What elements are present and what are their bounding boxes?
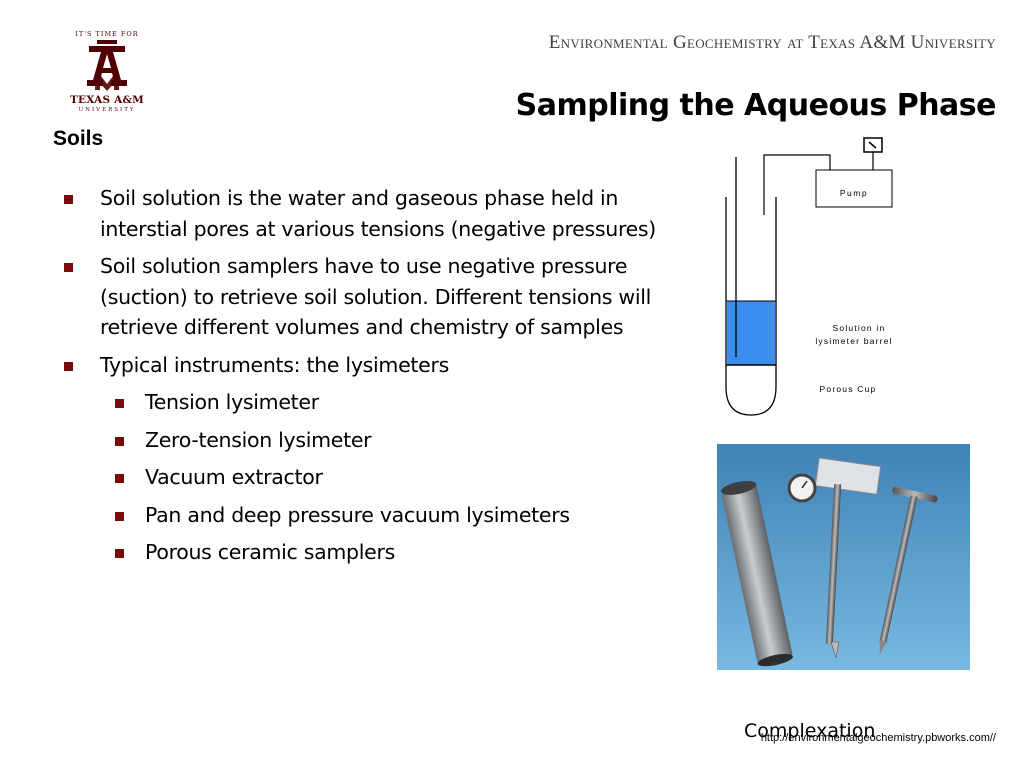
bullet-list: Soil solution is the water and gaseous p… bbox=[62, 183, 682, 575]
solution-fill bbox=[727, 301, 775, 365]
sub-bullet-text: Porous ceramic samplers bbox=[145, 540, 395, 564]
section-label: Soils bbox=[53, 127, 104, 150]
bullet-item: Soil solution samplers have to use negat… bbox=[62, 251, 682, 343]
bullet-marker bbox=[64, 263, 73, 272]
sub-bullet-item: Pan and deep pressure vacuum lysimeters bbox=[62, 500, 682, 531]
porous-cup bbox=[725, 386, 777, 416]
footer-label: Complexation bbox=[744, 720, 876, 742]
bullet-marker bbox=[64, 361, 73, 371]
sub-bullet-item: Vacuum extractor bbox=[62, 462, 682, 493]
bullet-marker bbox=[115, 436, 124, 446]
bullet-text: Soil solution samplers have to use negat… bbox=[100, 254, 652, 339]
lysimeter-diagram: Pump Solution in lysimeter barrel Porous… bbox=[725, 137, 893, 416]
cup-label: Porous Cup bbox=[820, 384, 877, 394]
bullet-marker bbox=[115, 511, 124, 521]
bullet-text: Soil solution is the water and gaseous p… bbox=[100, 186, 657, 241]
pump-box bbox=[815, 169, 893, 208]
sub-bullet-text: Zero-tension lysimeter bbox=[145, 427, 372, 452]
sub-bullet-text: Pan and deep pressure vacuum lysimeters bbox=[145, 502, 570, 527]
solution-label-1: Solution in bbox=[833, 323, 886, 333]
solution-label-2: lysimeter barrel bbox=[815, 336, 892, 346]
sub-bullet-item: Zero-tension lysimeter bbox=[62, 425, 682, 456]
bullet-item: Typical instruments: the lysimeters bbox=[62, 350, 682, 381]
bullet-marker bbox=[115, 399, 124, 408]
footer-url[interactable]: http://environmentalgeochemistry.pbworks… bbox=[760, 732, 996, 744]
logo-tagline: IT'S TIME FOR bbox=[75, 30, 139, 38]
lysimeter-photo bbox=[717, 444, 970, 670]
logo-university: UNIVERSITY bbox=[78, 107, 136, 113]
header-title: Environmental Geochemistry at Texas A&M … bbox=[548, 32, 996, 53]
sub-bullet-item: Tension lysimeter bbox=[62, 387, 682, 418]
slide-title: Sampling the Aqueous Phase bbox=[515, 88, 997, 123]
bullet-marker bbox=[115, 474, 124, 483]
bullet-marker bbox=[64, 195, 73, 204]
sub-bullet-item: Porous ceramic samplers bbox=[62, 537, 682, 568]
bullet-item: Soil solution is the water and gaseous p… bbox=[62, 183, 682, 244]
sub-bullet-text: Vacuum extractor bbox=[145, 465, 323, 489]
bullet-text: Typical instruments: the lysimeters bbox=[100, 352, 449, 377]
pump-label: Pump bbox=[840, 188, 868, 198]
logo-name: TEXAS A&M bbox=[69, 94, 145, 106]
bullet-marker bbox=[115, 549, 124, 558]
sub-bullet-text: Tension lysimeter bbox=[145, 390, 319, 414]
atm-emblem-icon bbox=[87, 40, 127, 91]
tamu-logo: IT'S TIME FOR TEXAS A&M UNIVERSITY bbox=[62, 30, 152, 116]
